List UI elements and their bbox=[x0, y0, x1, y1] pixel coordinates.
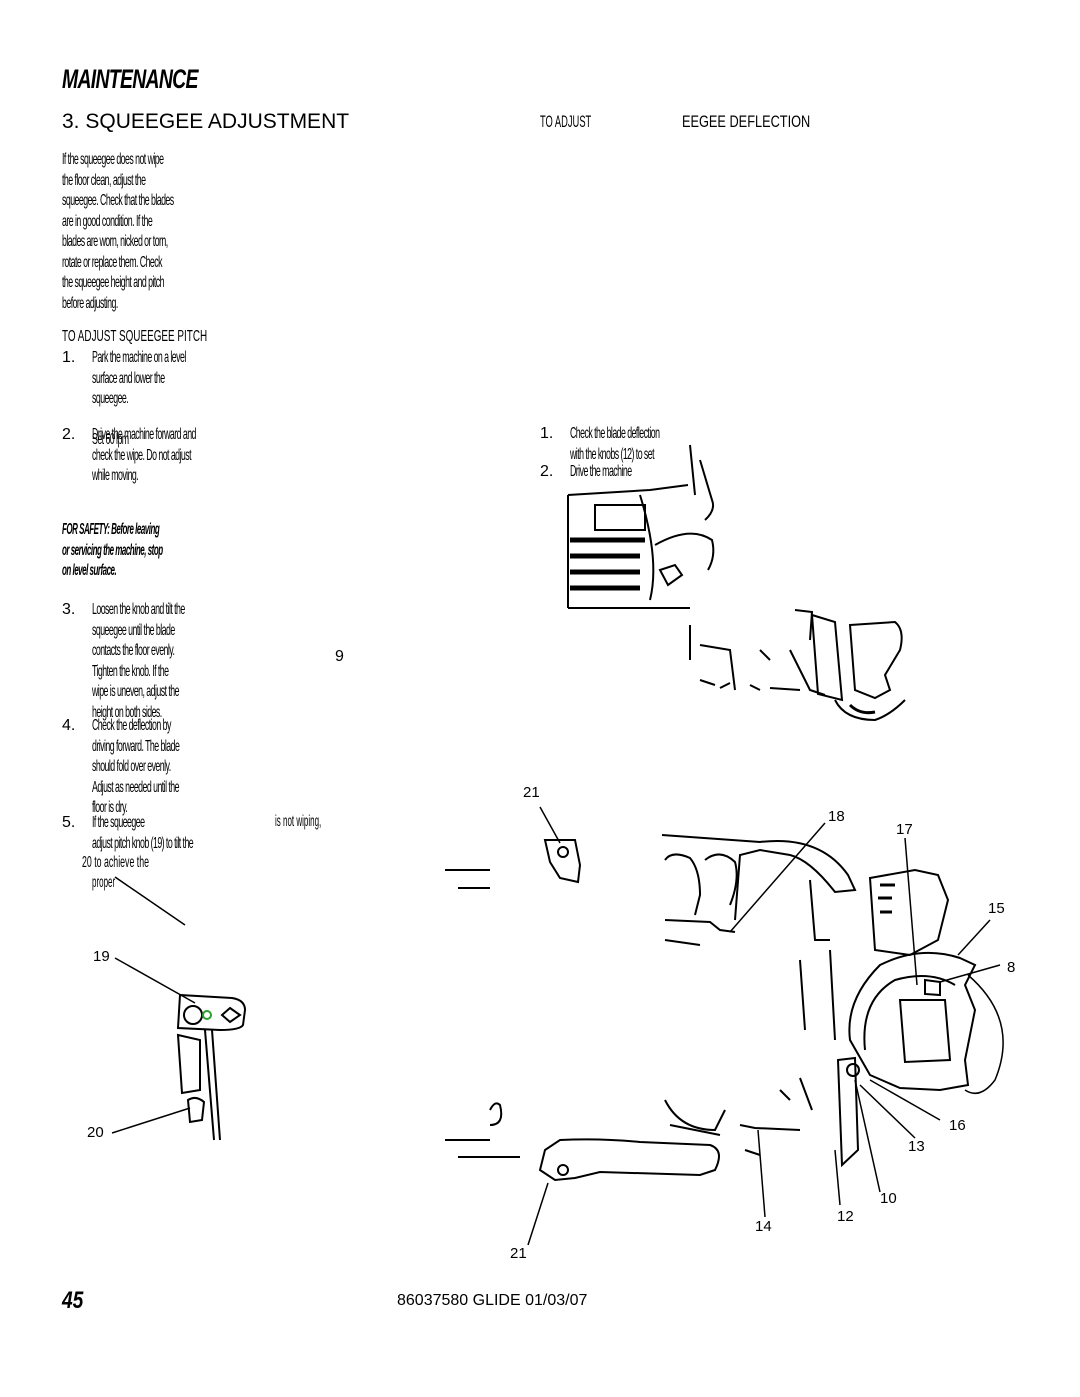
step-body: Drive the machine bbox=[570, 462, 632, 483]
pitch-bracket-drawing bbox=[111, 876, 247, 1141]
step-body: Loosen the knob and tilt the squeegee un… bbox=[92, 600, 185, 723]
section-header: MAINTENANCE bbox=[62, 64, 198, 94]
step-3: 3. Loosen the knob and tilt the squeegee… bbox=[62, 600, 262, 723]
step-number: 3. bbox=[62, 601, 76, 618]
step-line: should fold over evenly. bbox=[92, 758, 171, 775]
page-title: 3. SQUEEGEE ADJUSTMENT bbox=[62, 110, 350, 133]
step-body: Drive the machine forward and check the … bbox=[92, 425, 196, 487]
step-1: 1. Park the machine on a level surface a… bbox=[62, 348, 262, 448]
callout-21-top: 21 bbox=[523, 784, 540, 801]
right-step-2: 2. Drive the machine bbox=[540, 462, 740, 484]
step-number: 1. bbox=[62, 349, 76, 366]
step-body: If the squeegee adjust pitch knob (19) t… bbox=[92, 813, 194, 854]
step-5: 5. If the squeegee adjust pitch knob (19… bbox=[62, 813, 322, 893]
step-number: 4. bbox=[62, 717, 76, 734]
step-line: Adjust as needed until the bbox=[92, 778, 180, 796]
callout-12: 12 bbox=[837, 1208, 854, 1225]
machine-rear-view bbox=[567, 444, 906, 722]
step-body: Check the blade deflection with the knob… bbox=[570, 424, 660, 465]
step-line: Check the deflection by bbox=[92, 717, 171, 734]
callout-18: 18 bbox=[828, 808, 845, 825]
step-2: 2. Drive the machine forward and check t… bbox=[62, 425, 262, 495]
right-heading-part2: EEGEE DEFLECTION bbox=[682, 112, 811, 131]
squeegee-assembly-drawing bbox=[445, 806, 1004, 1246]
step-line: Loosen the knob and tilt the bbox=[92, 601, 185, 618]
step-line: driving forward. The blade bbox=[92, 737, 180, 755]
document-id: 86037580 GLIDE 01/03/07 bbox=[397, 1292, 588, 1309]
step-5-line3: 20 to achieve the bbox=[82, 854, 150, 871]
step-body: Park the machine on a level surface and … bbox=[92, 348, 186, 451]
step-5-line4: proper bbox=[92, 874, 116, 891]
step-line: check the wipe. Do not adjust bbox=[92, 446, 192, 464]
callout-13: 13 bbox=[908, 1138, 925, 1155]
step-number: 2. bbox=[62, 426, 76, 443]
callout-16: 16 bbox=[949, 1117, 966, 1134]
safety-warning: FOR SAFETY: Before leaving or servicing … bbox=[62, 520, 163, 582]
step-line: Drive the machine forward and bbox=[92, 426, 196, 443]
warning-line: on level surface. bbox=[62, 562, 117, 579]
step-line: squeegee. bbox=[92, 390, 129, 407]
callout-9: 9 bbox=[335, 648, 344, 665]
step-line: height on both sides. bbox=[92, 703, 162, 721]
step-line: Park the machine on a level bbox=[92, 349, 186, 366]
callout-17: 17 bbox=[896, 821, 913, 838]
step-line: Tighten the knob. If the bbox=[92, 662, 169, 680]
step-5-tail: is not wiping, bbox=[275, 813, 322, 830]
step-line: If the squeegee bbox=[92, 814, 145, 831]
step-line: squeegee until the blade bbox=[92, 621, 175, 639]
step-body: Check the deflection by driving forward.… bbox=[92, 716, 180, 819]
callout-21-bottom: 21 bbox=[510, 1245, 527, 1262]
right-step-1: 1. Check the blade deflection with the k… bbox=[540, 424, 740, 464]
step-line: wipe is uneven, adjust the bbox=[92, 683, 180, 700]
warning-line: FOR SAFETY: Before leaving bbox=[62, 521, 160, 538]
page-number: 45 bbox=[62, 1287, 84, 1314]
callout-20: 20 bbox=[87, 1124, 104, 1141]
callout-14: 14 bbox=[755, 1218, 772, 1235]
step-number: 1. bbox=[540, 425, 554, 442]
step-line: Drive the machine bbox=[570, 463, 632, 480]
step-line: Check the blade deflection bbox=[570, 425, 660, 442]
step-line: contacts the floor evenly. bbox=[92, 642, 175, 659]
intro-line: before adjusting. bbox=[62, 294, 118, 312]
step-line: adjust pitch knob (19) to tilt the bbox=[92, 834, 194, 852]
callout-8: 8 bbox=[1007, 959, 1016, 976]
callout-10: 10 bbox=[880, 1190, 897, 1207]
step-number: 5. bbox=[62, 814, 76, 831]
step-line: floor is dry. bbox=[92, 799, 128, 816]
callout-15: 15 bbox=[988, 900, 1005, 917]
right-heading-part1: TO ADJUST bbox=[540, 112, 592, 131]
step-number: 2. bbox=[540, 463, 554, 480]
step-4: 4. Check the deflection by driving forwa… bbox=[62, 716, 262, 816]
step-line: while moving. bbox=[92, 467, 139, 484]
warning-line: or servicing the machine, stop bbox=[62, 541, 163, 559]
subheading-pitch: TO ADJUST SQUEEGEE PITCH bbox=[62, 328, 208, 345]
step-line: Set 60 lpm bbox=[92, 431, 129, 448]
step-line: surface and lower the bbox=[92, 369, 165, 387]
step-line: with the knobs (12) to set bbox=[570, 445, 655, 463]
callout-19: 19 bbox=[93, 948, 110, 965]
